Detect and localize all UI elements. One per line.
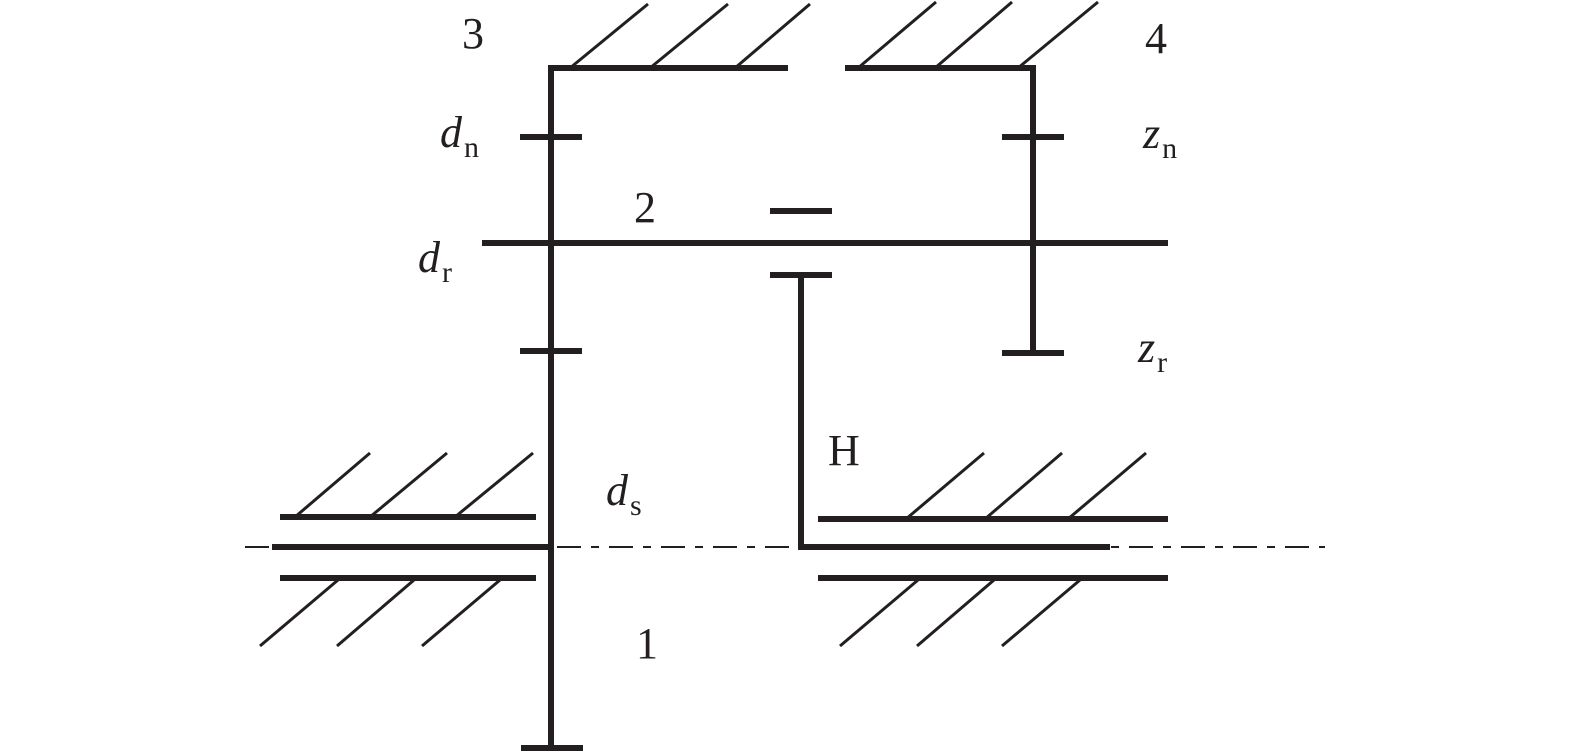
ground-top-right: [845, 0, 1099, 71]
label-gear-1: 1: [636, 619, 658, 668]
label-z-n: zn: [1142, 109, 1177, 165]
label-d-r: dr: [418, 233, 452, 289]
label-gear-2: 2: [634, 183, 656, 232]
label-d-n: dn: [440, 108, 479, 164]
ground-bottom-left: [259, 451, 536, 648]
label-gear-3: 3: [462, 9, 484, 58]
ground-bottom-right: [818, 451, 1168, 648]
label-gear-4: 4: [1145, 14, 1167, 63]
label-carrier-h: H: [828, 426, 860, 475]
ground-top-left: [550, 2, 811, 71]
label-z-r: zr: [1137, 323, 1167, 379]
label-d-s: ds: [606, 466, 642, 522]
